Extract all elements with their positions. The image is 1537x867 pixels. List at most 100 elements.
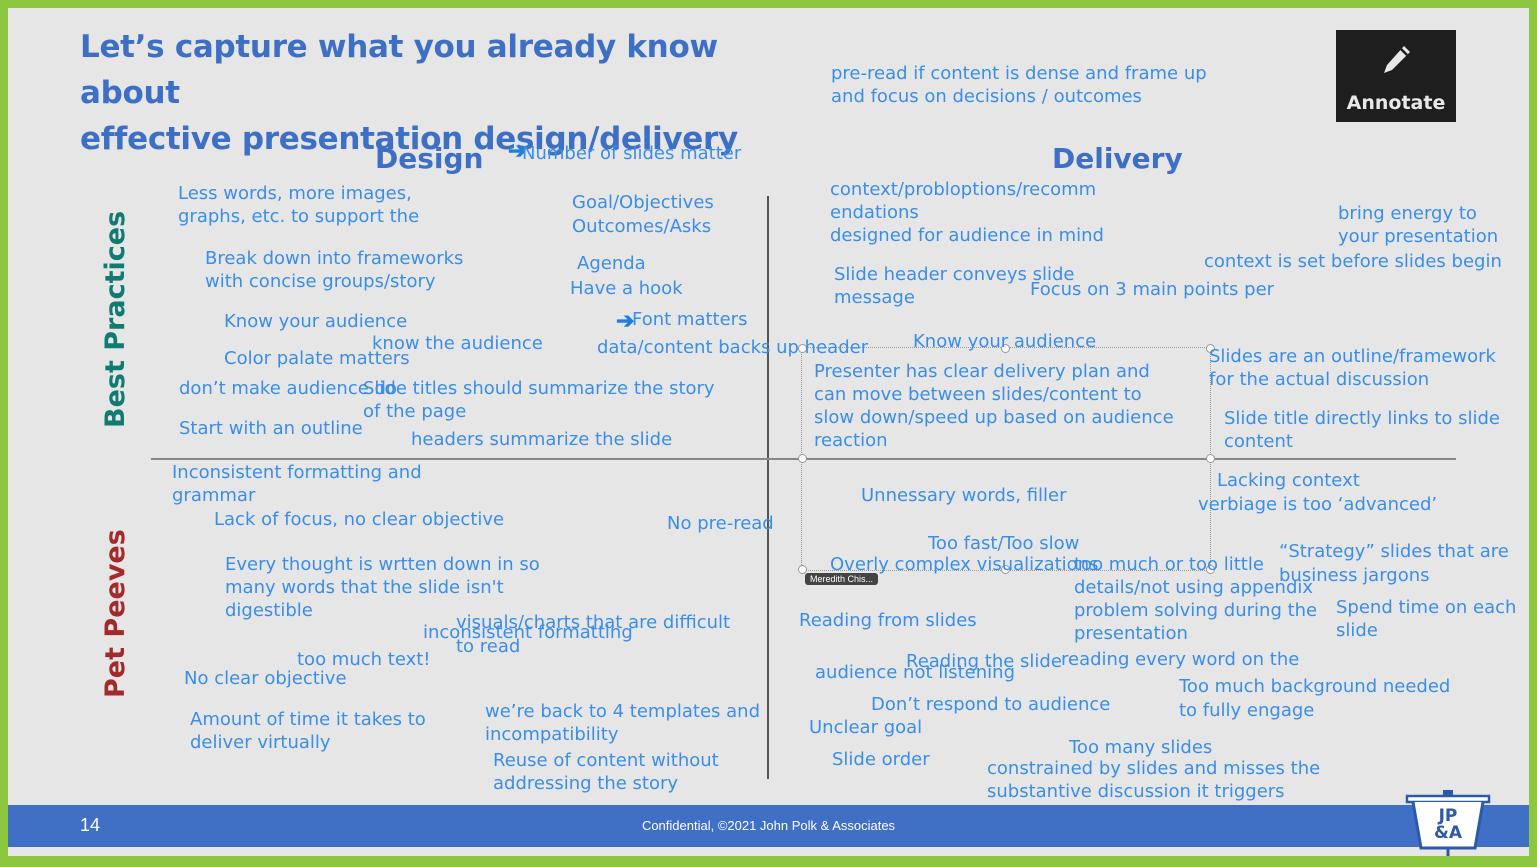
selection-handle[interactable] — [798, 454, 807, 463]
note-text: Spend time on each — [1336, 597, 1517, 618]
note-text: Break down into frameworks — [205, 248, 464, 269]
note-text: Don’t respond to audience — [871, 694, 1111, 715]
note-text: grammar — [172, 485, 256, 506]
note-text: Less words, more images, — [178, 183, 412, 204]
selection-handle[interactable] — [1206, 454, 1215, 463]
vertical-divider — [767, 196, 769, 779]
note-text: digestible — [225, 600, 313, 621]
note-text: No clear objective — [184, 668, 347, 689]
note-text: Lack of focus, no clear objective — [214, 509, 505, 530]
note-text: constrained by slides and misses the — [987, 758, 1321, 779]
note-text: know the audience — [372, 333, 543, 354]
note-text: Agenda — [577, 253, 646, 274]
collaborator-cursor-tag: Meredith Chis... — [805, 573, 879, 585]
note-text: Every thought is wrtten down in so — [225, 554, 540, 575]
note-text: bring energy to — [1338, 203, 1477, 224]
note-text: Unclear goal — [809, 717, 923, 738]
note-text: visuals/charts that are difficult — [456, 612, 731, 633]
note-text: too much or too little — [1074, 554, 1264, 575]
slide-number: 14 — [80, 815, 101, 835]
note-text: we’re back to 4 templates and — [485, 701, 761, 722]
note-text: Number of slides matter — [522, 143, 742, 164]
pencil-icon — [1384, 46, 1410, 73]
note-text: reaction — [814, 430, 888, 451]
note-text: message — [834, 287, 915, 308]
note-text: and focus on decisions / outcomes — [831, 86, 1142, 107]
note-text: Have a hook — [570, 278, 683, 299]
note-text: details/not using appendix — [1074, 577, 1314, 598]
note-text: Reading the slide — [906, 651, 1062, 672]
slide-title-line-2: effective presentation design/delivery — [80, 121, 738, 157]
note-text: context is set before slides begin — [1204, 251, 1502, 272]
arrow-right-icon: ➔ — [616, 308, 635, 333]
selection-handle[interactable] — [1206, 565, 1215, 574]
note-text: reading every word on the — [1061, 649, 1300, 670]
annotate-label: Annotate — [1346, 92, 1446, 114]
note-text: Reuse of content without — [493, 750, 719, 771]
note-text: too much text! — [297, 649, 431, 670]
note-text: “Strategy” slides that are — [1279, 541, 1509, 562]
arrow-right-icon: ➔ — [508, 138, 527, 163]
selection-handle[interactable] — [798, 565, 807, 574]
note-text: of the page — [363, 401, 467, 422]
note-text: business jargons — [1279, 565, 1430, 586]
note-text: Too much background needed — [1179, 676, 1451, 697]
note-text: your presentation — [1338, 226, 1499, 247]
slide-title-line-1: Let’s capture what you already know abou… — [80, 29, 718, 111]
note-text: graphs, etc. to support the — [178, 206, 420, 227]
note-text: Slides are an outline/framework — [1209, 346, 1496, 367]
slide-canvas: Let’s capture what you already know abou… — [8, 8, 1529, 856]
note-text: slow down/speed up based on audience — [814, 407, 1174, 428]
note-text: Slide header conveys slide — [834, 264, 1075, 285]
note-text: can move between slides/content to — [814, 384, 1142, 405]
note-text: Know your audience — [224, 311, 408, 332]
note-text: incompatibility — [485, 724, 619, 745]
selection-handle[interactable] — [798, 344, 807, 353]
selection-handle[interactable] — [1001, 344, 1010, 353]
design-header: Design — [375, 142, 484, 175]
note-text: to fully engage — [1179, 700, 1315, 721]
note-text: many words that the slide isn't — [225, 577, 504, 598]
note-text: Slide title directly links to slide — [1224, 408, 1501, 429]
slide-title: Let’s capture what you already know abou… — [80, 24, 820, 162]
note-text: pre-read if content is dense and frame u… — [831, 63, 1207, 84]
note-text: Outcomes/Asks — [572, 216, 712, 237]
note-text: Start with an outline — [179, 418, 363, 439]
note-text: Color palate matters — [224, 348, 410, 369]
note-text: Slide titles should summarize the story — [363, 378, 715, 399]
note-text: designed for audience in mind — [830, 225, 1104, 246]
note-text: data/content backs up header — [597, 337, 869, 358]
note-text: problem solving during the — [1074, 600, 1318, 621]
note-text: Reading from slides — [799, 610, 977, 631]
note-text: presentation — [1074, 623, 1188, 644]
note-text: with concise groups/story — [205, 271, 436, 292]
note-text: addressing the story — [493, 773, 679, 794]
note-text: Too fast/Too slow — [928, 533, 1080, 554]
note-text: Focus on 3 main points per — [1030, 279, 1275, 300]
note-text: Know your audience — [913, 331, 1097, 352]
note-text: slide — [1336, 620, 1378, 641]
logo-text: JP &A — [1434, 806, 1462, 843]
note-text: Too many slides — [1069, 737, 1213, 758]
selection-handle[interactable] — [1206, 344, 1215, 353]
note-text: for the actual discussion — [1209, 369, 1430, 390]
note-text: Goal/Objectives — [572, 192, 714, 213]
note-text: substantive discussion it triggers — [987, 781, 1285, 802]
note-text: headers summarize the slide — [411, 429, 673, 450]
note-text: Presenter has clear delivery plan and — [814, 361, 1150, 382]
note-text: to read — [456, 636, 521, 657]
note-text: Slide order — [832, 749, 930, 770]
note-text: Overly complex visualizations — [830, 554, 1099, 575]
note-text: Inconsistent formatting and — [172, 462, 422, 483]
note-text: endations — [830, 202, 919, 223]
note-text: Font matters — [632, 309, 748, 330]
note-text: context/probloptions/recomm — [830, 179, 1097, 200]
note-text: deliver virtually — [190, 732, 331, 753]
note-text: No pre-read — [667, 513, 774, 534]
confidential-notice: Confidential, ©2021 John Polk & Associat… — [641, 818, 896, 833]
note-text: Lacking context — [1217, 470, 1360, 491]
slide-footer: 14 Confidential, ©2021 John Polk & Assoc… — [8, 805, 1529, 847]
annotate-button[interactable]: Annotate — [1336, 30, 1456, 122]
selection-handle[interactable] — [1001, 565, 1010, 574]
